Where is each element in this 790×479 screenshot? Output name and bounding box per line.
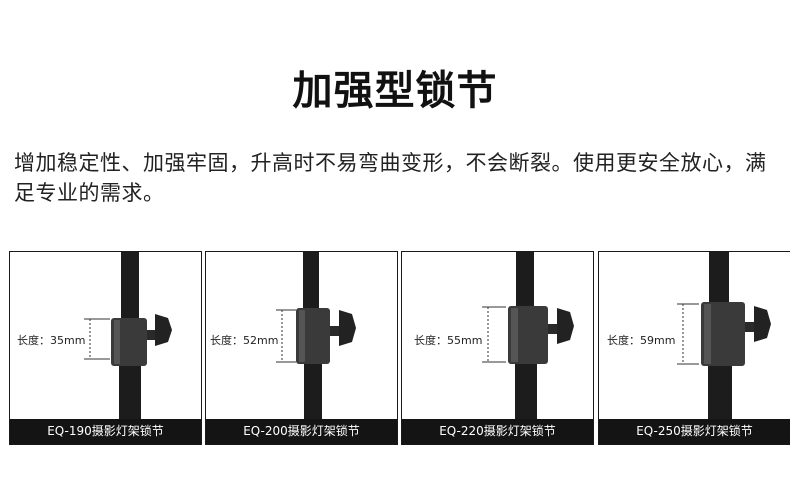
length-label: 长度：55mm xyxy=(414,334,483,347)
product-panel-eq220: 长度：55mm EQ-220摄影灯架锁节 xyxy=(401,251,594,445)
product-panel-eq250: 长度：59mm EQ-250摄影灯架锁节 xyxy=(598,251,790,445)
length-label: 长度：59mm xyxy=(607,334,676,347)
panel-caption: EQ-250摄影灯架锁节 xyxy=(599,419,790,444)
panel-caption: EQ-190摄影灯架锁节 xyxy=(10,419,201,444)
lock-joint-illustration xyxy=(84,252,172,422)
product-panel-eq190: 长度：35mm EQ-190摄影灯架锁节 xyxy=(9,251,202,445)
page-title: 加强型锁节 xyxy=(292,68,498,114)
length-label: 长度：35mm xyxy=(17,334,86,347)
panel-caption: EQ-200摄影灯架锁节 xyxy=(206,419,397,444)
product-panel-eq200: 长度：52mm EQ-200摄影灯架锁节 xyxy=(205,251,398,445)
lock-joint-illustration xyxy=(482,252,574,422)
lock-joint-illustration xyxy=(677,252,771,422)
panel-caption: EQ-220摄影灯架锁节 xyxy=(402,419,593,444)
description-text: 增加稳定性、加强牢固，升高时不易弯曲变形，不会断裂。使用更安全放心，满足专业的需… xyxy=(14,151,767,205)
length-label: 长度：52mm xyxy=(210,334,279,347)
lock-joint-illustration xyxy=(276,252,356,422)
